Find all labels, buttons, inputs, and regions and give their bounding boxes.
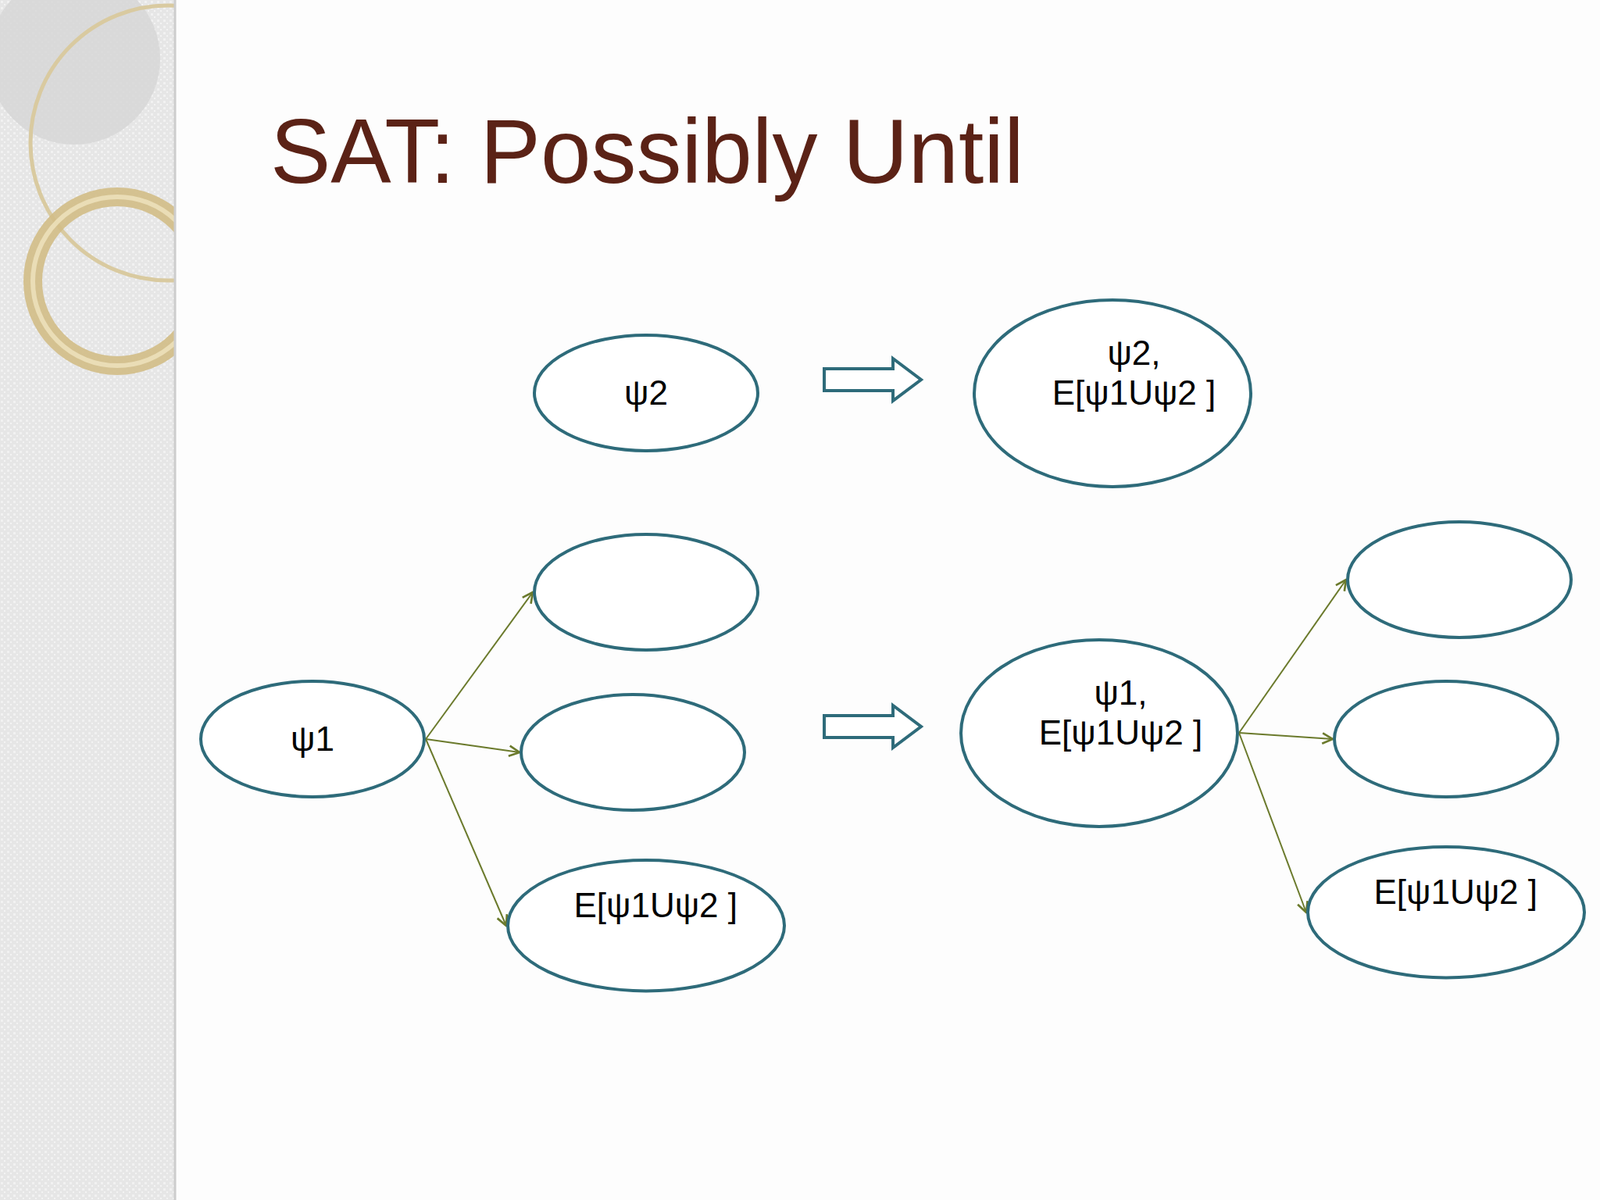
node-label-group: E[ψ1Uψ2 ] [573, 885, 737, 926]
grey-disc [0, 0, 161, 145]
ellipse-outline [506, 858, 786, 993]
node-label-group: ψ1, E[ψ1Uψ2 ] [1026, 673, 1215, 753]
ellipse-shape [507, 860, 785, 991]
ellipse-shape [960, 639, 1238, 827]
node-label-group: E[ψ1Uψ2 ] [1373, 872, 1537, 913]
slide-title: SAT: Possibly Until [270, 100, 1025, 204]
state-ellipse [1346, 520, 1573, 640]
ellipse-shape [200, 681, 425, 797]
node-label-group: ψ2, E[ψ1Uψ2 ] [1039, 333, 1228, 413]
ellipse-outline [1332, 679, 1560, 799]
ellipse-shape [1347, 521, 1572, 638]
transition-arrow [1239, 732, 1307, 913]
transition-arrow [425, 739, 507, 926]
node-text: ψ2, E[ψ1Uψ2 ] [1039, 333, 1228, 413]
node-text: ψ1 [290, 719, 335, 760]
state-ellipse [1332, 679, 1560, 799]
ellipse-shape [534, 335, 758, 451]
ellipse-shape [1307, 846, 1585, 978]
gold-ring [32, 196, 176, 366]
node-text: E[ψ1Uψ2 ] [573, 885, 737, 926]
transition-arrow [425, 739, 520, 753]
strip-edge [174, 0, 177, 1200]
side-strip [0, 0, 176, 1200]
state-ellipse: ψ1, E[ψ1Uψ2 ] [959, 638, 1240, 829]
state-ellipse: E[ψ1Uψ2 ] [506, 858, 786, 993]
block-arrow [824, 705, 922, 748]
state-ellipse [519, 692, 747, 812]
node-label-group: ψ1 [290, 719, 335, 760]
gold-ring-highlight [32, 196, 176, 366]
state-ellipse: ψ2, E[ψ1Uψ2 ] [972, 298, 1253, 489]
transition-arrow [1239, 732, 1333, 740]
node-label-group: ψ2 [624, 373, 668, 414]
ellipse-shape [974, 300, 1251, 487]
transition-arrow [1239, 579, 1347, 733]
ellipse-outline [519, 692, 747, 812]
node-text: ψ2 [624, 373, 668, 414]
state-ellipse: ψ1 [199, 679, 426, 799]
transition-arrow [425, 592, 533, 740]
ellipse-shape [1334, 681, 1558, 797]
ellipse-outline [532, 532, 760, 652]
ellipse-outline [1346, 520, 1573, 640]
state-ellipse: E[ψ1Uψ2 ] [1306, 845, 1586, 979]
ellipse-shape [521, 694, 745, 811]
state-ellipse: ψ2 [532, 333, 760, 453]
block-arrow [824, 358, 922, 401]
ellipse-outline [1306, 845, 1586, 979]
ellipse-shape [534, 534, 758, 650]
node-text: ψ1, E[ψ1Uψ2 ] [1026, 673, 1215, 753]
state-ellipse [532, 532, 760, 652]
node-text: E[ψ1Uψ2 ] [1373, 872, 1537, 913]
